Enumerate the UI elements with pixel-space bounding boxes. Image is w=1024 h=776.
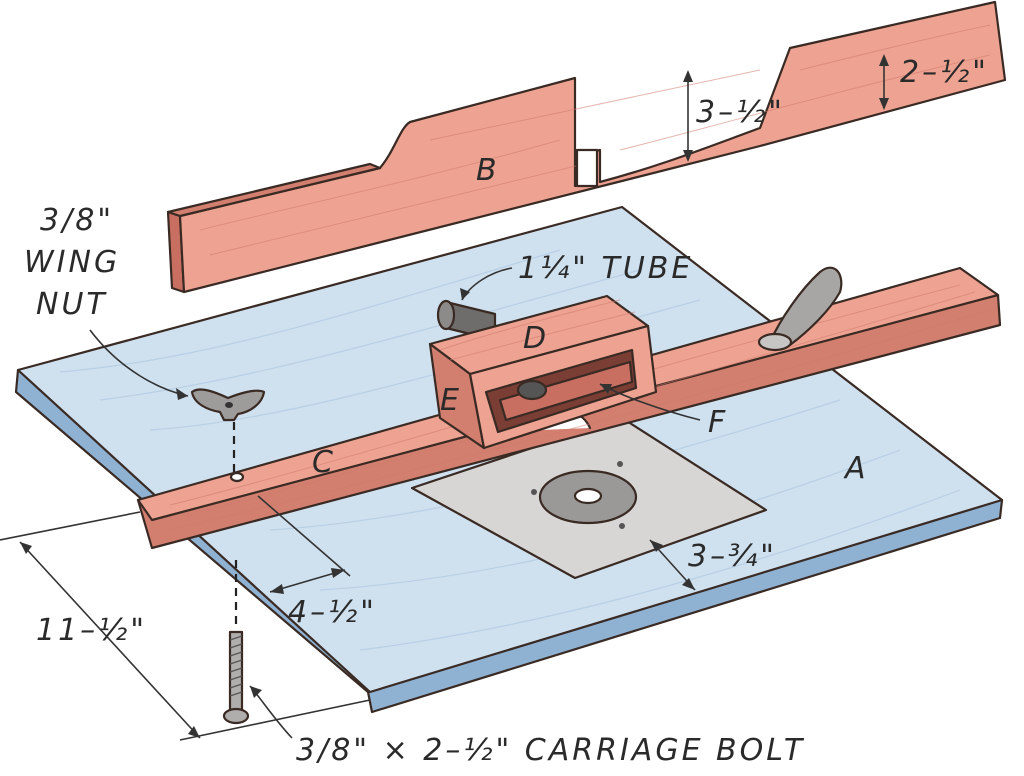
clamp-knob-base xyxy=(757,332,793,352)
label-wing-nut-nut: NUT xyxy=(36,287,108,322)
plate-screw xyxy=(531,489,537,495)
wing-nut-hole xyxy=(225,402,233,408)
carriage-bolt-icon xyxy=(222,630,250,725)
fence-top-edge xyxy=(166,162,382,218)
tube-end xyxy=(436,299,456,331)
clamp-knob-body xyxy=(768,266,843,347)
label-part-d: D xyxy=(523,321,546,356)
label-dim-plate-offset: 3–¾" xyxy=(688,539,777,574)
leader-wing-nut-arrow xyxy=(176,388,188,400)
label-carriage-bolt: 3/8" × 2–½" CARRIAGE BOLT xyxy=(296,733,805,768)
dim-ext-line xyxy=(257,495,351,577)
wing-nut-icon xyxy=(190,388,266,422)
carriage-bolt-head xyxy=(222,707,250,725)
label-dim-fence-short: 2–½" xyxy=(900,55,989,90)
label-part-f: F xyxy=(708,405,726,440)
plate-screw xyxy=(619,523,625,529)
fence-b xyxy=(166,0,1007,294)
label-wing-nut-wing: WING xyxy=(24,245,120,280)
leader-tube-arrow xyxy=(460,288,470,300)
plate-hole xyxy=(573,487,603,505)
leader-bolt-arrow xyxy=(250,686,262,698)
label-part-a: A xyxy=(843,451,866,486)
dust-hood xyxy=(428,294,658,450)
dim-arrow xyxy=(879,54,889,66)
dim-arrow xyxy=(331,568,345,578)
hood-back-f xyxy=(498,360,634,422)
plate-screw xyxy=(617,461,623,467)
dim-arrow xyxy=(650,540,663,552)
label-dim-base-depth: 11–½" xyxy=(36,613,147,648)
fence-grain xyxy=(199,24,991,256)
dim-arrow xyxy=(682,578,695,590)
dim-arrow xyxy=(20,542,32,554)
dim-ext-line xyxy=(179,699,371,741)
clamp-knob-icon xyxy=(757,266,843,352)
rail-bolt-hole xyxy=(229,471,245,483)
hood-tube-port xyxy=(516,379,548,401)
dim-arrow xyxy=(879,98,889,110)
label-part-e: E xyxy=(440,383,459,418)
dim-arrow xyxy=(683,70,693,82)
label-part-c: C xyxy=(312,445,333,480)
dim-line-base-depth xyxy=(19,541,201,739)
dim-arrow xyxy=(683,150,693,162)
leader-f-arrow xyxy=(600,384,612,394)
dim-ext-line xyxy=(0,511,141,541)
label-part-b: B xyxy=(476,153,497,188)
dim-arrow xyxy=(270,584,284,594)
fence-front-face xyxy=(178,0,1007,294)
label-wing-nut-size: 3/8" xyxy=(40,203,114,238)
dim-arrow xyxy=(188,726,200,738)
label-dim-fence-offset: 4–½" xyxy=(288,595,377,630)
fence-notch xyxy=(575,148,599,188)
label-tube: 1¼" TUBE xyxy=(518,251,693,286)
label-dim-fence-tall: 3–½" xyxy=(696,95,785,130)
